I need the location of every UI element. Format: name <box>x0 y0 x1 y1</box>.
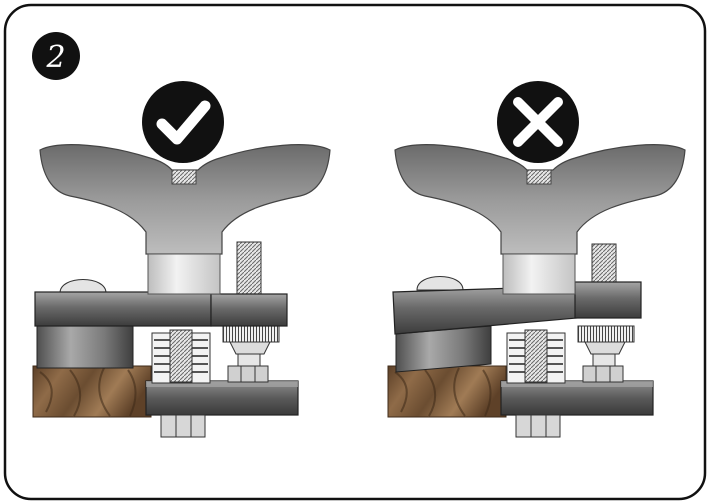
threaded-stud <box>591 243 617 289</box>
clamp-incorrect <box>387 81 686 438</box>
clamp-bar <box>34 291 212 327</box>
threaded-stud <box>236 241 262 295</box>
checkmark-icon <box>142 81 224 163</box>
clamp-bar-end <box>574 281 642 319</box>
clamp-correct <box>32 81 331 438</box>
step-number-badge: 2 <box>32 32 80 80</box>
clamp-bar-end <box>210 293 288 327</box>
x-mark-icon <box>497 81 579 163</box>
spacer-block <box>36 325 134 369</box>
step-number: 2 <box>45 40 65 75</box>
